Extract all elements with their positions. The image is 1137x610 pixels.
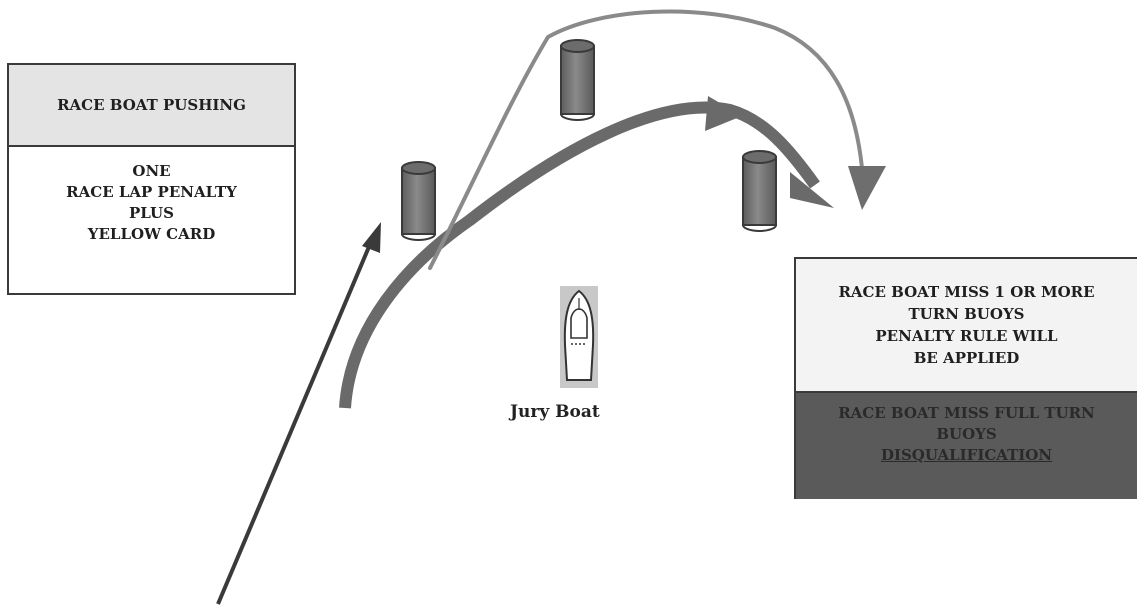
miss-full-turn-line: RACE BOAT MISS FULL TURN [838, 404, 1095, 422]
thin-looping-path [428, 9, 886, 270]
miss-buoys-line: TURN BUOYS [908, 305, 1025, 323]
pushing-penalty-box: RACE BOAT PUSHING ONE RACE LAP PENALTY P… [7, 63, 296, 295]
buoy-right [742, 150, 777, 232]
straight-arrow [216, 222, 381, 605]
pushing-penalty-line: PLUS [129, 204, 174, 222]
miss-one-or-more-section: RACE BOAT MISS 1 OR MORE TURN BUOYS PENA… [796, 259, 1137, 393]
pushing-penalty-header: RACE BOAT PUSHING [9, 65, 294, 147]
missed-buoys-box: RACE BOAT MISS 1 OR MORE TURN BUOYS PENA… [794, 257, 1137, 499]
buoy-top [560, 39, 595, 121]
thick-curved-path [339, 96, 834, 409]
jury-boat-label: Jury Boat [510, 402, 600, 422]
jury-boat-icon [560, 286, 598, 388]
miss-buoys-line: RACE BOAT MISS 1 OR MORE [838, 283, 1095, 301]
disqualification-section: RACE BOAT MISS FULL TURN BUOYS DISQUALIF… [796, 393, 1137, 499]
thin-path-arrowhead [848, 166, 886, 210]
pushing-penalty-line: ONE [132, 162, 171, 180]
disqualification-label: DISQUALIFICATION [880, 446, 1053, 464]
thick-path-mid-arrowhead [705, 96, 742, 131]
pushing-penalty-body: ONE RACE LAP PENALTY PLUS YELLOW CARD [9, 147, 294, 245]
miss-full-turn-line: BUOYS [936, 425, 997, 443]
miss-buoys-line: BE APPLIED [913, 349, 1020, 367]
miss-buoys-line: PENALTY RULE WILL [875, 327, 1058, 345]
buoy-left [401, 161, 436, 241]
pushing-penalty-line: RACE LAP PENALTY [66, 183, 237, 201]
thick-path-end-arrowhead [790, 172, 834, 208]
pushing-penalty-line: YELLOW CARD [87, 225, 216, 243]
